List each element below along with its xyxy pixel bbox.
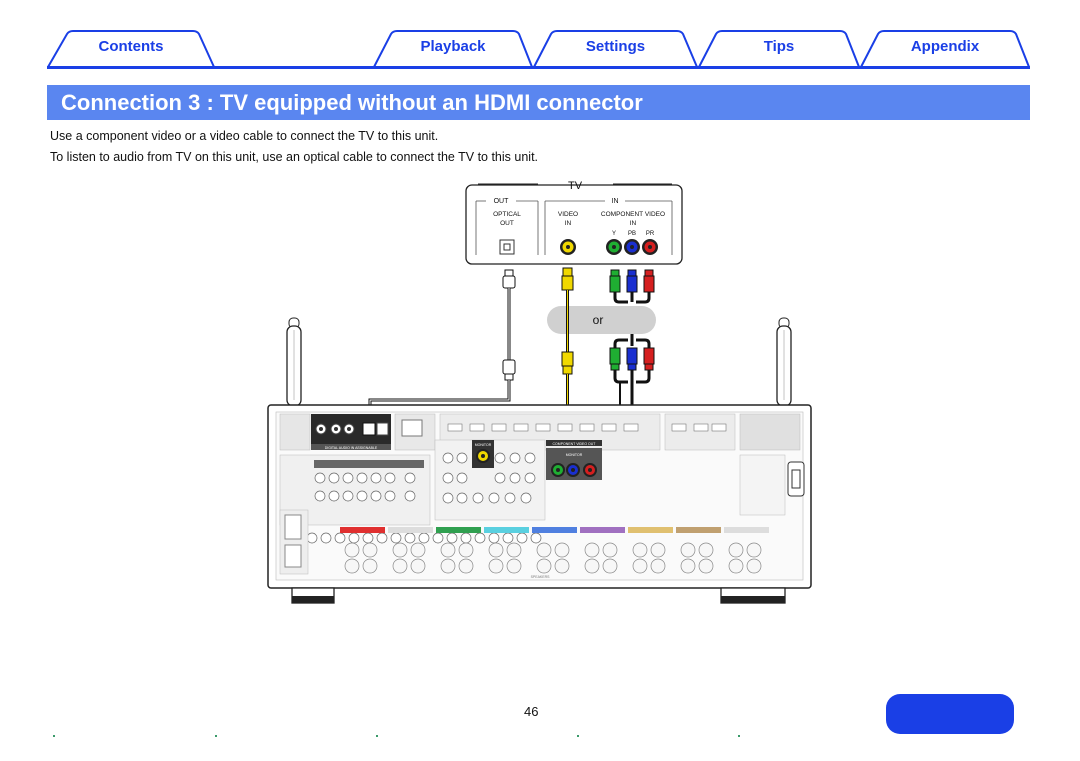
- or-label: or: [593, 313, 604, 327]
- section-title-banner: Connection 3 : TV equipped without an HD…: [47, 85, 1030, 120]
- connection-diagram: TV OUT IN OPTICAL OUT VIDEO IN COMPONENT…: [267, 180, 812, 604]
- port-y-label: Y: [612, 231, 616, 237]
- tab-shape: [860, 30, 1030, 68]
- footer-dot: [215, 735, 217, 737]
- instruction-line-1: Use a component video or a video cable t…: [50, 129, 439, 143]
- tab-contents[interactable]: Contents: [47, 30, 215, 68]
- tab-appendix[interactable]: Appendix: [860, 30, 1030, 68]
- or-indicator: or: [547, 306, 656, 334]
- tv-label: TV: [568, 180, 583, 192]
- speakers-label: SPEAKERS: [531, 575, 551, 579]
- port-pb-label: PB: [628, 231, 636, 237]
- tab-appendix-label: Appendix: [910, 38, 980, 55]
- tab-playback[interactable]: Playback: [373, 30, 533, 68]
- tab-underline: [47, 66, 1030, 69]
- tab-settings[interactable]: Settings: [533, 30, 698, 68]
- tab-tips-label: Tips: [763, 38, 795, 55]
- component-video-out-label: COMPONENT VIDEO OUT: [553, 442, 597, 446]
- tab-shape: [698, 30, 860, 68]
- tab-shape: [47, 30, 215, 68]
- in-label: IN: [612, 198, 619, 205]
- component-in-label: IN: [630, 220, 637, 227]
- page-nav-button[interactable]: [886, 694, 1014, 734]
- page-number: 46: [524, 704, 539, 719]
- tv-panel: TV OUT IN OPTICAL OUT VIDEO IN COMPONENT…: [465, 180, 683, 265]
- tab-bar: Contents Playback Settings Tips Appendix: [0, 0, 1080, 72]
- digital-audio-in-label: DIGITAL AUDIO IN ASSIGNABLE: [325, 446, 378, 450]
- tab-contents-label: Contents: [98, 38, 164, 55]
- tab-settings-label: Settings: [585, 38, 646, 55]
- optical-out-label: OUT: [500, 220, 514, 227]
- footer-dot: [53, 735, 55, 737]
- antenna-right-icon: [776, 317, 792, 407]
- optical-cable: [368, 269, 516, 425]
- port-pr-label: PR: [646, 231, 655, 237]
- optical-label: OPTICAL: [493, 211, 521, 218]
- tab-playback-label: Playback: [420, 38, 486, 55]
- out-label: OUT: [494, 198, 510, 205]
- instruction-line-2: To listen to audio from TV on this unit,…: [50, 150, 539, 164]
- footer-dot: [738, 735, 740, 737]
- footer-dot: [577, 735, 579, 737]
- video-in-label: IN: [565, 220, 572, 227]
- video-monitor-label: MONITOR: [475, 443, 492, 447]
- component-cable-top: [609, 269, 655, 304]
- footer-dot: [376, 735, 378, 737]
- page-title: Connection 3 : TV equipped without an HD…: [61, 90, 643, 115]
- av-receiver: DIGITAL AUDIO IN ASSIGNABLE: [267, 317, 812, 604]
- component-monitor-label: MONITOR: [566, 453, 583, 457]
- tab-shape: [533, 30, 698, 68]
- tab-tips[interactable]: Tips: [698, 30, 860, 68]
- tab-shape: [373, 30, 533, 68]
- antenna-left-icon: [286, 317, 302, 407]
- video-label: VIDEO: [558, 211, 578, 218]
- component-video-label: COMPONENT VIDEO: [601, 211, 665, 218]
